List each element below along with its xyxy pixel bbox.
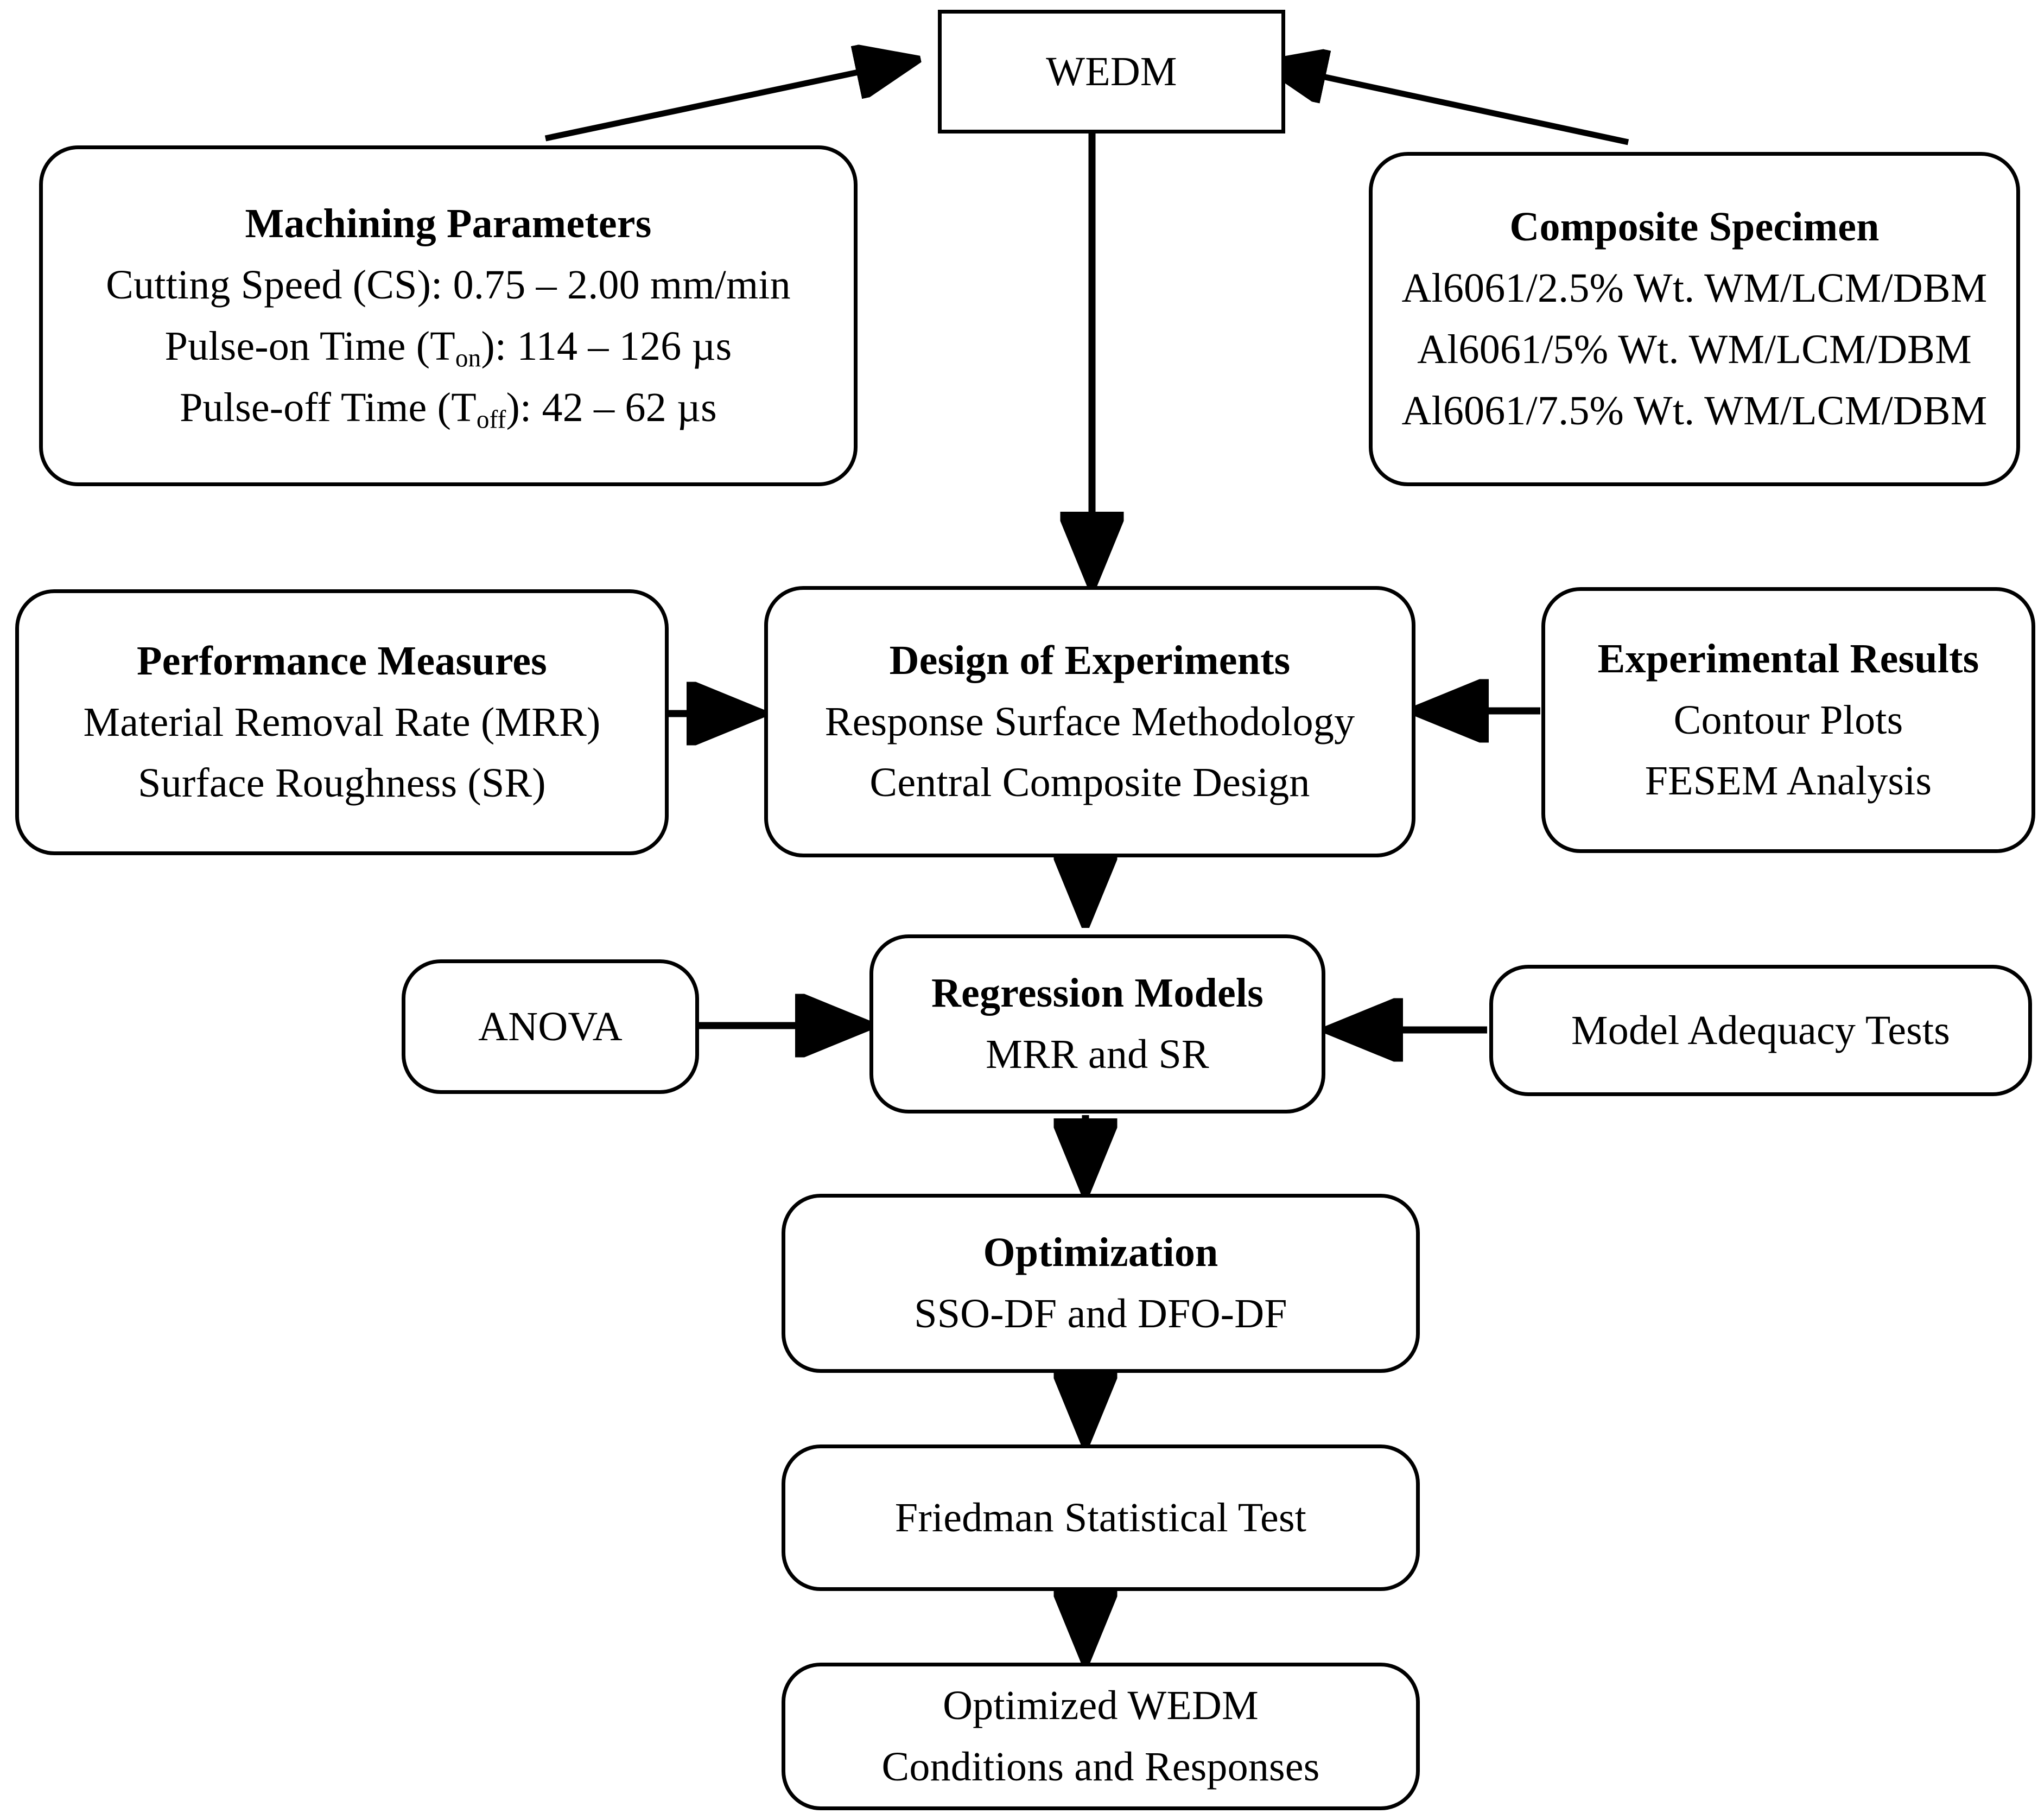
node-optimized-output[interactable]: Optimized WEDM Conditions and Responses [782,1663,1420,1810]
optimization-heading: Optimization [983,1230,1218,1276]
node-design-of-experiments[interactable]: Design of Experiments Response Surface M… [764,586,1415,857]
node-friedman-test[interactable]: Friedman Statistical Test [782,1444,1420,1591]
node-experimental-results[interactable]: Experimental Results Contour Plots FESEM… [1541,587,2035,853]
performance-measures-line-1: Material Removal Rate (MRR) [83,699,601,745]
experimental-results-line-2: FESEM Analysis [1645,758,1932,804]
design-of-experiments-heading: Design of Experiments [889,637,1291,683]
node-model-adequacy-tests[interactable]: Model Adequacy Tests [1489,965,2032,1096]
node-performance-measures[interactable]: Performance Measures Material Removal Ra… [15,589,669,855]
optimized-output-line-1: Optimized WEDM [943,1683,1259,1729]
composite-specimen-line-2: Al6061/5% Wt. WM/LCM/DBM [1417,327,1972,372]
performance-measures-heading: Performance Measures [137,638,547,684]
model-adequacy-tests-label: Model Adequacy Tests [1571,1007,1951,1053]
machining-parameters-line-2: Pulse-on Time (Ton): 114 – 126 µs [164,323,732,373]
experimental-results-heading: Experimental Results [1597,635,1979,682]
optimized-output-line-2: Conditions and Responses [881,1744,1320,1790]
anova-label: ANOVA [478,1003,623,1049]
composite-specimen-heading: Composite Specimen [1509,204,1880,250]
design-of-experiments-line-2: Central Composite Design [869,760,1310,806]
optimization-line-1: SSO-DF and DFO-DF [914,1291,1287,1337]
edge-composite-to-wedm [1265,64,1629,145]
node-composite-specimen[interactable]: Composite Specimen Al6061/2.5% Wt. WM/LC… [1369,152,2020,486]
node-optimization[interactable]: Optimization SSO-DF and DFO-DF [782,1194,1420,1373]
node-anova[interactable]: ANOVA [402,959,699,1094]
regression-models-line-1: MRR and SR [986,1032,1209,1077]
node-machining-parameters[interactable]: Machining Parameters Cutting Speed (CS):… [39,145,858,486]
friedman-test-label: Friedman Statistical Test [894,1494,1307,1541]
machining-parameters-line-3: Pulse-off Time (Toff): 42 – 62 µs [180,384,717,434]
machining-parameters-line-1: Cutting Speed (CS): 0.75 – 2.00 mm/min [106,262,791,308]
composite-specimen-line-1: Al6061/2.5% Wt. WM/LCM/DBM [1401,265,1988,311]
node-regression-models[interactable]: Regression Models MRR and SR [869,934,1325,1113]
t-off-subscript: off [476,405,506,434]
performance-measures-line-2: Surface Roughness (SR) [138,760,546,806]
machining-parameters-heading: Machining Parameters [245,201,652,247]
node-wedm-label: WEDM [1046,48,1177,94]
edge-machining-to-wedm [544,60,917,142]
regression-models-heading: Regression Models [931,970,1264,1016]
node-wedm[interactable]: WEDM [938,10,1285,133]
composite-specimen-line-3: Al6061/7.5% Wt. WM/LCM/DBM [1401,387,1988,434]
experimental-results-line-1: Contour Plots [1673,697,1903,743]
t-on-subscript: on [455,344,481,373]
design-of-experiments-line-1: Response Surface Methodology [824,698,1355,744]
